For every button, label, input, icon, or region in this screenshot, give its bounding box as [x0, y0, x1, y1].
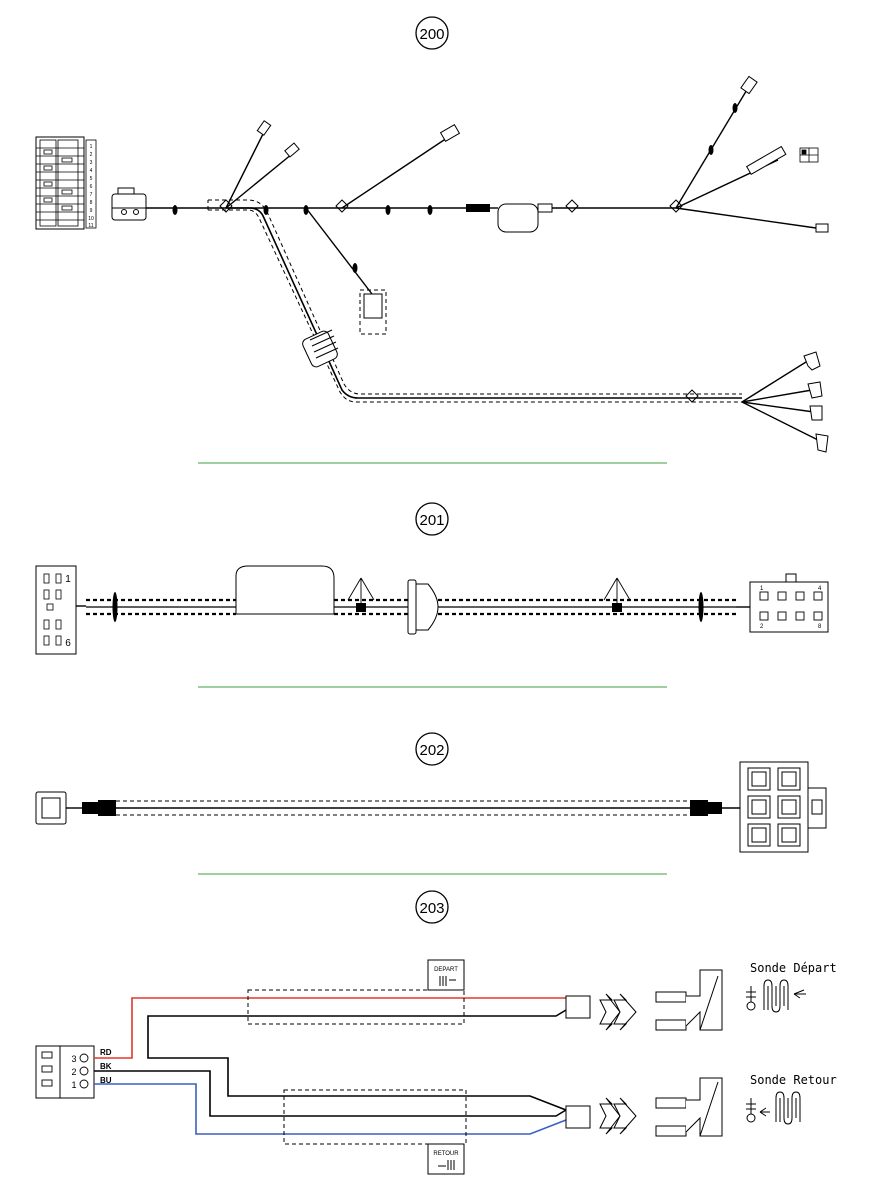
end-connector-depart	[565, 995, 591, 1019]
pin-5: 5	[90, 176, 93, 182]
right-connector-201: 1 4 2 8	[749, 573, 829, 633]
retour-tag-text: RETOUR	[433, 1151, 459, 1157]
sleeve-right-202	[690, 800, 708, 816]
pin-10: 10	[88, 216, 94, 222]
pin-bottom-label: 6	[65, 638, 71, 649]
right-connector-202	[739, 761, 827, 853]
pin-3-label: 3	[71, 1054, 76, 1064]
retour-tag: RETOUR	[427, 1143, 465, 1175]
pin-1: 1	[90, 144, 93, 150]
wire-blue	[94, 1083, 567, 1135]
main-connector-200: 1 2 3 4 5 6 7 8 9 10 11	[35, 136, 97, 230]
section-number-circle	[415, 732, 449, 766]
pin-top-label: 1	[65, 574, 71, 585]
sleeve-left-202	[82, 802, 98, 814]
terminals-200	[256, 75, 829, 233]
pin-2-label: 2	[760, 624, 764, 630]
sensor-housing-depart	[655, 969, 723, 1031]
plug-connector-200	[111, 187, 147, 221]
inline-module-201	[235, 565, 335, 615]
section-number-203: 203	[419, 900, 444, 917]
wire-label-bu: BU	[100, 1076, 112, 1085]
pin-1-label: 1	[71, 1080, 76, 1090]
wire-label-bk: BK	[100, 1062, 112, 1071]
pin-4: 4	[90, 168, 93, 174]
pin-2: 2	[90, 152, 93, 158]
wires-203	[94, 997, 567, 1135]
depart-tag: DEPART	[427, 959, 465, 991]
tie-points-201	[347, 577, 631, 612]
wire-red	[94, 997, 566, 1059]
cable-202	[116, 800, 690, 816]
tie-markers-200	[219, 199, 683, 213]
left-plug-202	[35, 791, 82, 825]
section-202: 202	[35, 732, 827, 853]
section-number-circle	[415, 890, 449, 924]
pin-8-label: 8	[818, 624, 822, 630]
depart-tag-text: DEPART	[434, 967, 458, 973]
inline-box-200	[497, 203, 539, 233]
sheathed-branch-200	[207, 199, 742, 403]
relay-200	[363, 293, 383, 319]
sonde-depart-label: Sonde Départ	[750, 961, 837, 975]
pin-9: 9	[90, 208, 93, 214]
cable-201	[76, 598, 750, 616]
wire-black-lower	[94, 1070, 567, 1117]
cable-gland-200	[302, 329, 339, 368]
sleeve-depart	[247, 989, 465, 1025]
pin-4-label: 4	[818, 586, 822, 592]
pin-2-label: 2	[71, 1067, 76, 1077]
pin-1-label: 1	[760, 586, 764, 592]
thermometer-radiator-icon-depart	[746, 979, 806, 1013]
fanout-200	[741, 361, 819, 441]
section-number-circle	[415, 16, 449, 50]
section-201: 201 1 6	[35, 502, 829, 655]
end-connector-retour	[565, 1105, 591, 1129]
sleeve-retour	[283, 1089, 467, 1145]
pin-6: 6	[90, 184, 93, 190]
left-connector-201: 1 6	[35, 565, 77, 655]
sleeve-200	[466, 204, 490, 212]
sonde-retour-label: Sonde Retour	[750, 1073, 837, 1087]
harness-trunk-200	[146, 87, 817, 295]
thermometer-radiator-icon-retour	[746, 1091, 801, 1125]
pin-7: 7	[90, 192, 93, 198]
section-number-201: 201	[419, 512, 444, 529]
grommet-201	[407, 579, 439, 635]
wire-black-upper	[147, 1009, 567, 1111]
pin-8: 8	[90, 200, 93, 206]
section-number-circle	[415, 502, 449, 536]
section-203: 203 3 2 1 RD BK BU	[35, 890, 837, 1175]
pin-11: 11	[88, 223, 93, 229]
connector-203: 3 2 1	[35, 1045, 95, 1099]
section-number-202: 202	[419, 742, 444, 759]
small-connector-icon-200	[799, 147, 819, 163]
section-number-200: 200	[419, 26, 444, 43]
sensor-housing-retour	[655, 1077, 723, 1137]
fanout-terminals-200	[803, 351, 829, 453]
wire-label-rd: RD	[100, 1048, 112, 1057]
pin-3: 3	[90, 160, 93, 166]
clamps-201	[112, 592, 704, 622]
section-200: 200	[35, 16, 829, 453]
arrow-icons-203	[599, 993, 637, 1135]
